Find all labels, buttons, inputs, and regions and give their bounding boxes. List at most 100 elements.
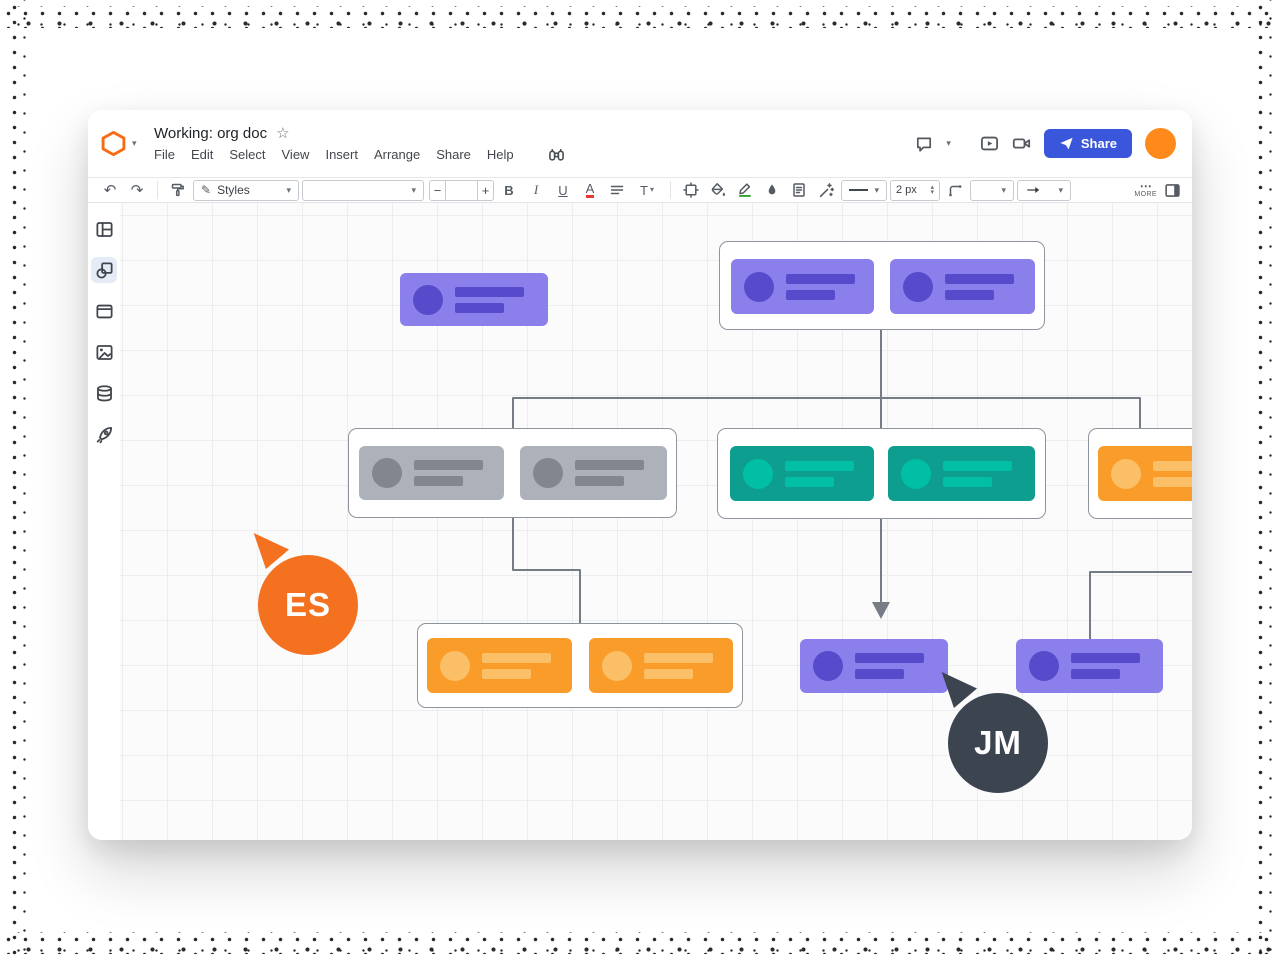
org-node-orange[interactable] [589, 638, 733, 693]
font-size-increase-button[interactable]: + [477, 180, 494, 201]
favorite-star-icon[interactable]: ☆ [276, 124, 289, 142]
image-icon [95, 343, 114, 362]
shapes-button[interactable] [91, 257, 117, 283]
undo-icon: ↶ [104, 181, 117, 199]
rocket-icon [95, 425, 114, 444]
binoculars-icon [548, 146, 565, 163]
panel-layout-button[interactable] [91, 216, 117, 242]
connector-line[interactable] [1090, 572, 1192, 639]
menu-item-help[interactable]: Help [487, 147, 514, 162]
node-text-lines [482, 653, 551, 679]
collab-cursor-jm: JM [948, 693, 1048, 793]
target-icon [683, 182, 699, 198]
undo-button[interactable]: ↶ [98, 179, 122, 201]
present-button[interactable] [980, 134, 999, 153]
text-color-button[interactable]: A [578, 179, 602, 201]
stepper-arrows-icon[interactable]: ▴ ▾ [930, 185, 934, 195]
more-tools-button[interactable]: ⋯ MORE [1134, 182, 1157, 198]
org-node-purple[interactable] [890, 259, 1035, 314]
chevron-down-icon: ▾ [132, 139, 137, 148]
org-node-teal[interactable] [888, 446, 1035, 501]
line-sample-icon [849, 189, 868, 191]
org-node-purple[interactable] [800, 639, 948, 693]
app-body: ESJM [88, 203, 1192, 840]
diagram-canvas[interactable]: ESJM [120, 203, 1192, 840]
database-icon [95, 384, 114, 403]
node-text-lines [455, 287, 524, 313]
shape-data-button[interactable] [787, 179, 811, 201]
italic-icon: I [534, 182, 538, 198]
menu-item-select[interactable]: Select [229, 147, 265, 162]
marketplace-button[interactable] [91, 421, 117, 447]
org-node-gray[interactable] [359, 446, 504, 500]
connector-line[interactable] [513, 518, 580, 623]
format-painter-button[interactable] [166, 179, 190, 201]
org-node-purple[interactable] [1016, 639, 1163, 693]
menu-item-file[interactable]: File [154, 147, 175, 162]
line-width-stepper[interactable]: 2 px ▴ ▾ [890, 180, 940, 201]
node-text-lines [945, 274, 1014, 300]
data-button[interactable] [91, 380, 117, 406]
bold-button[interactable]: B [497, 179, 521, 201]
document-title[interactable]: Working: org doc [154, 125, 267, 142]
chevron-down-icon: ▾ [411, 186, 416, 195]
fill-color-button[interactable] [706, 179, 730, 201]
font-size-decrease-button[interactable]: − [429, 180, 446, 201]
text-style-icon: T [640, 183, 648, 198]
comments-chevron-icon[interactable]: ▾ [946, 139, 951, 148]
right-panel-toggle-button[interactable] [1160, 179, 1184, 201]
frames-button[interactable] [91, 298, 117, 324]
node-avatar [903, 272, 933, 302]
redo-button[interactable]: ↷ [125, 179, 149, 201]
magic-tools-button[interactable] [814, 179, 838, 201]
images-button[interactable] [91, 339, 117, 365]
magic-wand-icon [818, 182, 835, 199]
org-node-orange[interactable] [1098, 446, 1192, 501]
connector-line[interactable] [513, 398, 1140, 428]
chevron-down-icon: ▾ [286, 186, 291, 195]
node-avatar [1029, 651, 1059, 681]
menu-item-arrange[interactable]: Arrange [374, 147, 420, 162]
org-node-orange[interactable] [427, 638, 572, 693]
app-window: ▾ Working: org doc ☆ File Edit Select Vi… [88, 110, 1192, 840]
italic-button[interactable]: I [524, 179, 548, 201]
toolbar-divider [157, 181, 158, 199]
line-style-dropdown[interactable]: ▾ [841, 180, 887, 201]
menu-item-edit[interactable]: Edit [191, 147, 213, 162]
styles-dropdown[interactable]: ✎ Styles ▾ [193, 180, 299, 201]
menu-item-view[interactable]: View [282, 147, 310, 162]
arrow-end-icon [1025, 183, 1042, 197]
user-avatar[interactable] [1145, 128, 1176, 159]
node-text-lines [785, 461, 854, 487]
line-color-button[interactable] [733, 179, 757, 201]
lucid-logo[interactable]: ▾ [100, 130, 150, 157]
underline-button[interactable]: U [551, 179, 575, 201]
node-avatar [372, 458, 402, 488]
elbow-line-icon [947, 182, 963, 198]
comments-button[interactable] [915, 135, 933, 153]
find-button[interactable] [548, 146, 565, 163]
org-node-gray[interactable] [520, 446, 667, 500]
font-size-field[interactable] [446, 180, 477, 201]
line-end-arrow-dropdown[interactable]: ▾ [1017, 180, 1071, 201]
presentation-play-icon [980, 134, 999, 153]
video-call-button[interactable] [1012, 134, 1031, 153]
node-avatar [1111, 459, 1141, 489]
line-shape-button[interactable] [943, 179, 967, 201]
font-family-dropdown[interactable]: ▾ [302, 180, 424, 201]
org-node-purple[interactable] [731, 259, 874, 314]
fill-bucket-icon [710, 182, 726, 198]
header-right-cluster: ▾ Share [915, 128, 1176, 159]
menu-item-insert[interactable]: Insert [325, 147, 358, 162]
org-node-teal[interactable] [730, 446, 874, 501]
opacity-button[interactable] [760, 179, 784, 201]
snap-options-button[interactable] [679, 179, 703, 201]
text-align-button[interactable] [605, 179, 629, 201]
menu-item-share[interactable]: Share [436, 147, 471, 162]
share-button[interactable]: Share [1044, 129, 1132, 158]
org-node-purple[interactable] [400, 273, 548, 326]
text-options-button[interactable]: T ▾ [632, 179, 662, 201]
line-start-arrow-dropdown[interactable]: ▾ [970, 180, 1014, 201]
spray-border-bottom [0, 932, 1280, 954]
style-pen-icon: ✎ [201, 183, 211, 197]
